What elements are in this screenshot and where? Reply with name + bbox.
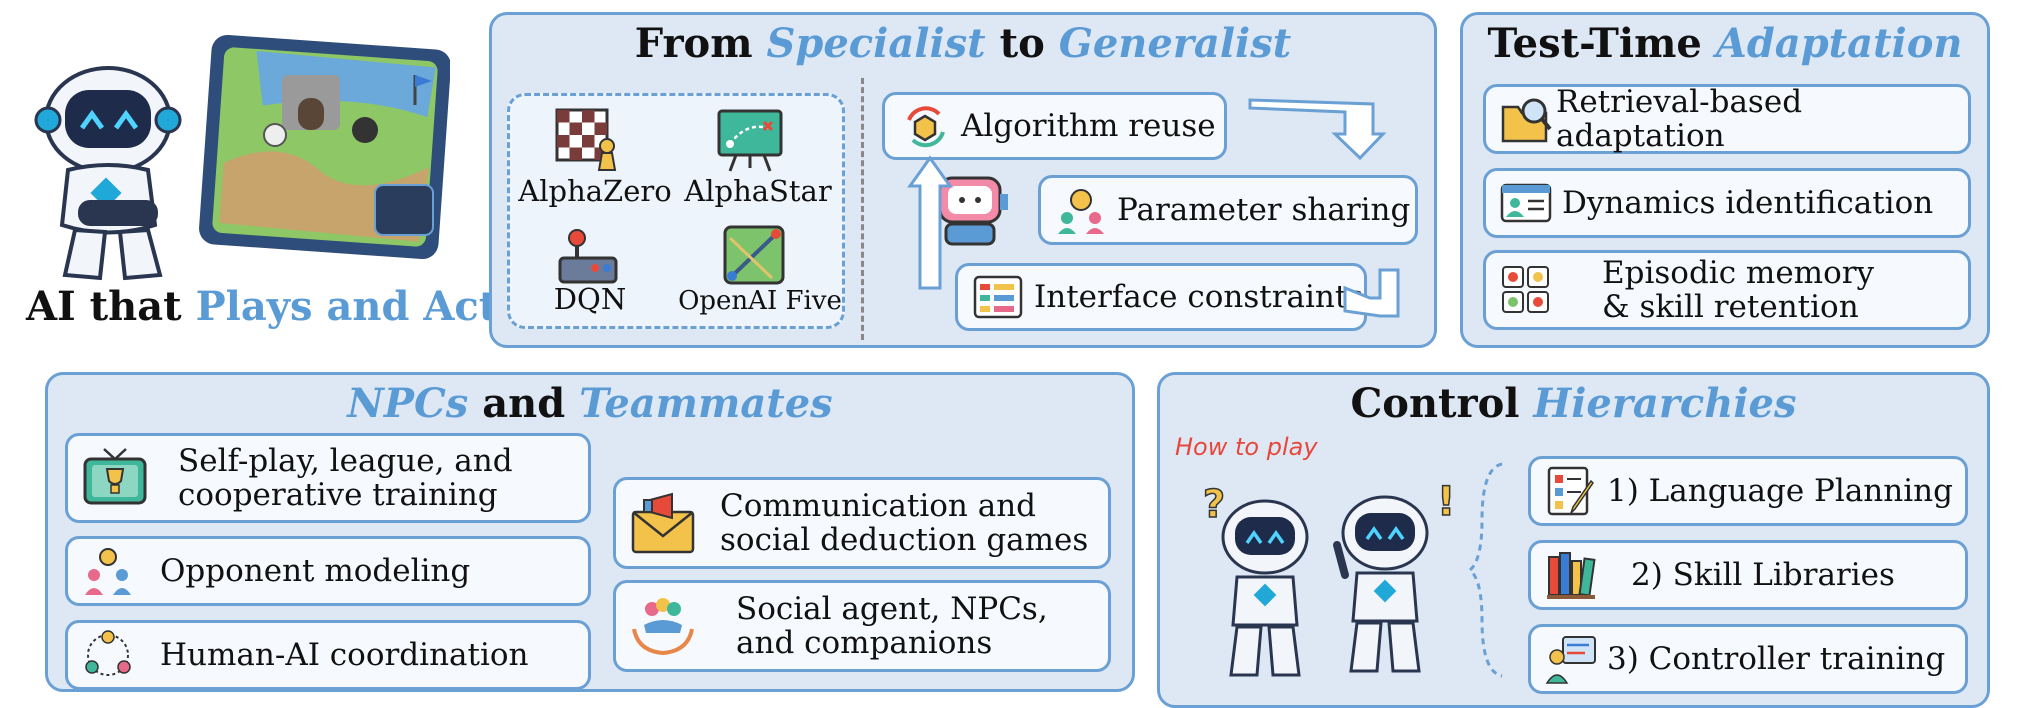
hero-title-part2: Plays and Acts xyxy=(195,283,520,330)
npc-self-play: Self-play, league, and cooperative train… xyxy=(65,433,591,523)
tta-retrieval: Retrieval-based adaptation xyxy=(1483,84,1971,154)
control-language-planning: 1) Language Planning xyxy=(1528,456,1968,526)
team-lightbulb-icon xyxy=(1058,189,1104,234)
npc-self-play-label-2: cooperative training xyxy=(178,477,498,513)
agent-openai-five: OpenAI Five xyxy=(678,286,842,316)
control-controller-training: 3) Controller training xyxy=(1528,624,1968,694)
arcade-joystick-icon xyxy=(558,229,618,284)
tta-title: Test-Time Adaptation xyxy=(1487,20,1963,67)
game-map-icon xyxy=(723,225,785,285)
control-skill-libraries: 2) Skill Libraries xyxy=(1528,540,1968,610)
two-robots-icon: ? ! xyxy=(1202,478,1456,677)
robot-gamer-icon xyxy=(34,34,451,281)
npc-opponent-modeling-label: Opponent modeling xyxy=(160,553,471,589)
interface-panel-icon xyxy=(973,275,1023,319)
agent-alphastar: AlphaStar xyxy=(684,174,832,208)
step-algorithm-reuse: Algorithm reuse xyxy=(882,92,1227,160)
arrow-right-icon xyxy=(1248,98,1387,161)
hero-title: AI that Plays and Acts xyxy=(26,283,520,330)
plan-checklist-icon xyxy=(1547,466,1594,516)
svg-text:?: ? xyxy=(1203,482,1225,526)
step-parameter-sharing: Parameter sharing xyxy=(1038,175,1418,245)
npc-self-play-label-1: Self-play, league, and xyxy=(178,443,513,479)
tta-dynamics: Dynamics identification xyxy=(1483,168,1971,238)
arrow-up-icon xyxy=(907,155,953,290)
chessboard-icon xyxy=(555,108,617,171)
tta-dynamics-label: Dynamics identification xyxy=(1562,185,1934,221)
step-interface-constraints-label: Interface constraints xyxy=(1034,279,1364,315)
npc-opponent-modeling: Opponent modeling xyxy=(65,536,591,606)
trainer-board-icon xyxy=(1545,636,1596,684)
control-language-planning-label: 1) Language Planning xyxy=(1607,473,1953,509)
svg-text:!: ! xyxy=(1437,479,1455,525)
agent-dqn: DQN xyxy=(553,282,627,316)
npc-social-agent-label-1: Social agent, NPCs, xyxy=(736,591,1048,627)
recycle-cube-icon xyxy=(907,106,945,148)
memory-cards-icon xyxy=(1502,266,1549,313)
network-people-icon xyxy=(85,630,131,676)
envelope-megaphone-icon xyxy=(631,492,695,554)
hero-illustration xyxy=(20,20,451,290)
specialist-title: From Specialist to Generalist xyxy=(634,20,1292,67)
tta-retrieval-label: Retrieval-based adaptation xyxy=(1556,84,1803,154)
step-parameter-sharing-label: Parameter sharing xyxy=(1117,192,1411,228)
control-controller-training-label: 3) Controller training xyxy=(1607,641,1946,677)
books-icon xyxy=(1547,552,1596,599)
control-title: Control Hierarchies xyxy=(1350,380,1797,427)
npc-human-ai-label: Human-AI coordination xyxy=(160,637,529,673)
tta-episodic-label-2: & skill retention xyxy=(1602,289,1859,325)
step-algorithm-reuse-label: Algorithm reuse xyxy=(961,108,1216,144)
tta-episodic-label-1: Episodic memory xyxy=(1602,255,1875,291)
control-skill-libraries-label: 2) Skill Libraries xyxy=(1631,557,1895,593)
how-to-play-note: How to play xyxy=(1175,433,1318,461)
hands-group-icon xyxy=(632,598,694,656)
npc-communication-label-2: social deduction games xyxy=(720,522,1089,558)
arrow-down-icon xyxy=(1343,268,1400,318)
id-card-icon xyxy=(1500,183,1552,223)
bracket-dashed xyxy=(1468,462,1503,678)
flow-arrows xyxy=(907,98,1400,318)
npc-title: NPCs and Teammates xyxy=(347,380,833,427)
npc-social-agent-label-2: and companions xyxy=(736,625,993,661)
specialist-divider xyxy=(861,78,864,340)
opponents-gear-icon xyxy=(85,548,131,595)
agent-alphazero: AlphaZero xyxy=(518,174,672,208)
tta-episodic: Episodic memory & skill retention xyxy=(1483,250,1971,330)
npc-human-ai: Human-AI coordination xyxy=(65,620,591,690)
step-interface-constraints: Interface constraints xyxy=(955,263,1367,331)
npc-social-agent: Social agent, NPCs, and companions xyxy=(613,580,1111,672)
strategy-board-icon xyxy=(717,109,783,172)
folder-search-icon xyxy=(1501,98,1552,143)
hero-title-part1: AI that xyxy=(26,283,182,330)
tv-trophy-icon xyxy=(83,448,147,505)
small-robot-icon xyxy=(932,176,1008,246)
npc-communication: Communication and social deduction games xyxy=(613,477,1111,569)
npc-communication-label-1: Communication and xyxy=(720,488,1037,524)
